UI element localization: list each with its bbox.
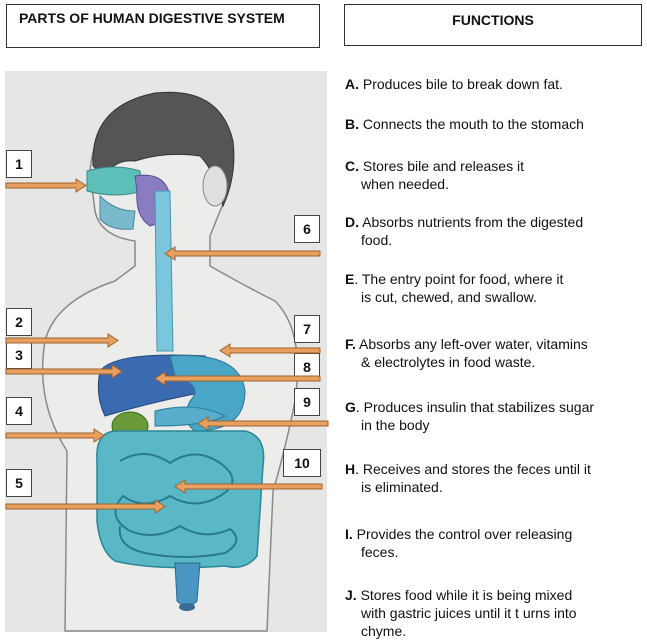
function-text-line1: Connects the mouth to the stomach [362, 116, 584, 132]
function-text-line1: Stores food while it is being mixed [360, 587, 573, 603]
label-6: 6 [303, 221, 311, 237]
arrow-7 [219, 343, 321, 358]
function-letter: G [345, 399, 356, 415]
function-item: A. Produces bile to break down fat. [345, 75, 643, 93]
function-text-line1: Produces bile to break down fat. [362, 76, 563, 92]
arrow-4 [5, 428, 105, 443]
jaw-teeth [99, 194, 136, 230]
arrow-2 [5, 333, 119, 348]
label-box-1: 1 [6, 150, 32, 178]
label-8: 8 [303, 359, 311, 375]
arrow-1 [5, 178, 87, 193]
small-intestine [114, 453, 238, 558]
label-1: 1 [15, 156, 23, 172]
parts-header: PARTS OF HUMAN DIGESTIVE SYSTEM [6, 4, 320, 48]
label-2: 2 [15, 314, 23, 330]
mouth-cavity [86, 166, 144, 196]
function-item: C. Stores bile and releases it when neede… [345, 157, 643, 193]
function-letter: E [345, 271, 355, 287]
function-text-line2: & electrolytes in food waste. [361, 354, 536, 370]
function-text-line1: Absorbs nutrients from the digested [362, 214, 584, 230]
label-3: 3 [15, 347, 23, 363]
label-4: 4 [15, 403, 23, 419]
function-text-line1: . Produces insulin that stabilizes sugar [355, 399, 595, 415]
rectum [174, 562, 201, 607]
label-7: 7 [303, 321, 311, 337]
label-9: 9 [303, 394, 311, 410]
label-box-9: 9 [294, 388, 320, 416]
function-item: F. Absorbs any left-over water, vitamins… [345, 335, 643, 371]
functions-header: FUNCTIONS [344, 4, 642, 46]
label-box-7: 7 [294, 315, 320, 343]
arrow-5 [5, 499, 166, 514]
function-letter: F. [345, 336, 356, 352]
function-letter: D. [345, 214, 359, 230]
function-item: J. Stores food while it is being mixed wi… [345, 586, 643, 640]
parts-header-text: PARTS OF HUMAN DIGESTIVE SYSTEM [19, 10, 285, 26]
label-box-5: 5 [6, 469, 32, 497]
function-item: D. Absorbs nutrients from the digested fo… [345, 213, 643, 249]
function-text-line1: Provides the control over releasing [356, 526, 573, 542]
arrow-10 [174, 479, 323, 494]
ear [202, 165, 228, 207]
function-item: H. Receives and stores the feces until i… [345, 460, 643, 496]
function-text-line2: when needed. [361, 176, 449, 192]
function-text-line1: . Receives and stores the feces until it [355, 461, 591, 477]
function-text-line2: in the body [361, 417, 430, 433]
function-item: I. Provides the control over releasing fe… [345, 525, 643, 561]
label-box-4: 4 [6, 397, 32, 425]
arrow-8 [154, 371, 321, 386]
function-item: E. The entry point for food, where it is … [345, 270, 643, 306]
function-item: G. Produces insulin that stabilizes suga… [345, 398, 643, 434]
function-letter: A. [345, 76, 359, 92]
function-letter: C. [345, 158, 359, 174]
label-box-2: 2 [6, 308, 32, 336]
label-box-6: 6 [294, 215, 320, 243]
function-letter: B. [345, 116, 359, 132]
function-text-line1: Absorbs any left-over water, vitamins [359, 336, 588, 352]
function-letter: I. [345, 526, 353, 542]
label-box-3: 3 [6, 341, 32, 369]
functions-header-text: FUNCTIONS [452, 12, 534, 28]
anus [179, 603, 195, 611]
function-letter: H [345, 461, 356, 477]
function-text-line2: feces. [361, 544, 399, 560]
function-text-line2: food. [361, 232, 393, 248]
function-text-line2: is cut, chewed, and swallow. [361, 289, 537, 305]
function-text-line1: Stores bile and releases it [362, 158, 524, 174]
esophagus [154, 190, 174, 352]
function-text-line2: is eliminated. [361, 479, 443, 495]
label-box-10: 10 [283, 449, 321, 477]
label-5: 5 [15, 475, 23, 491]
label-10: 10 [294, 455, 310, 471]
arrow-3 [5, 364, 123, 379]
function-text-line2: with gastric juices until it t urns into [361, 605, 577, 621]
arrow-9 [197, 416, 329, 431]
function-text-line3: chyme. [361, 623, 407, 639]
arrow-6 [164, 246, 321, 261]
function-text-line1: . The entry point for food, where it [354, 271, 564, 287]
function-item: B. Connects the mouth to the stomach [345, 115, 643, 133]
hair [92, 91, 235, 208]
function-letter: J. [345, 587, 357, 603]
